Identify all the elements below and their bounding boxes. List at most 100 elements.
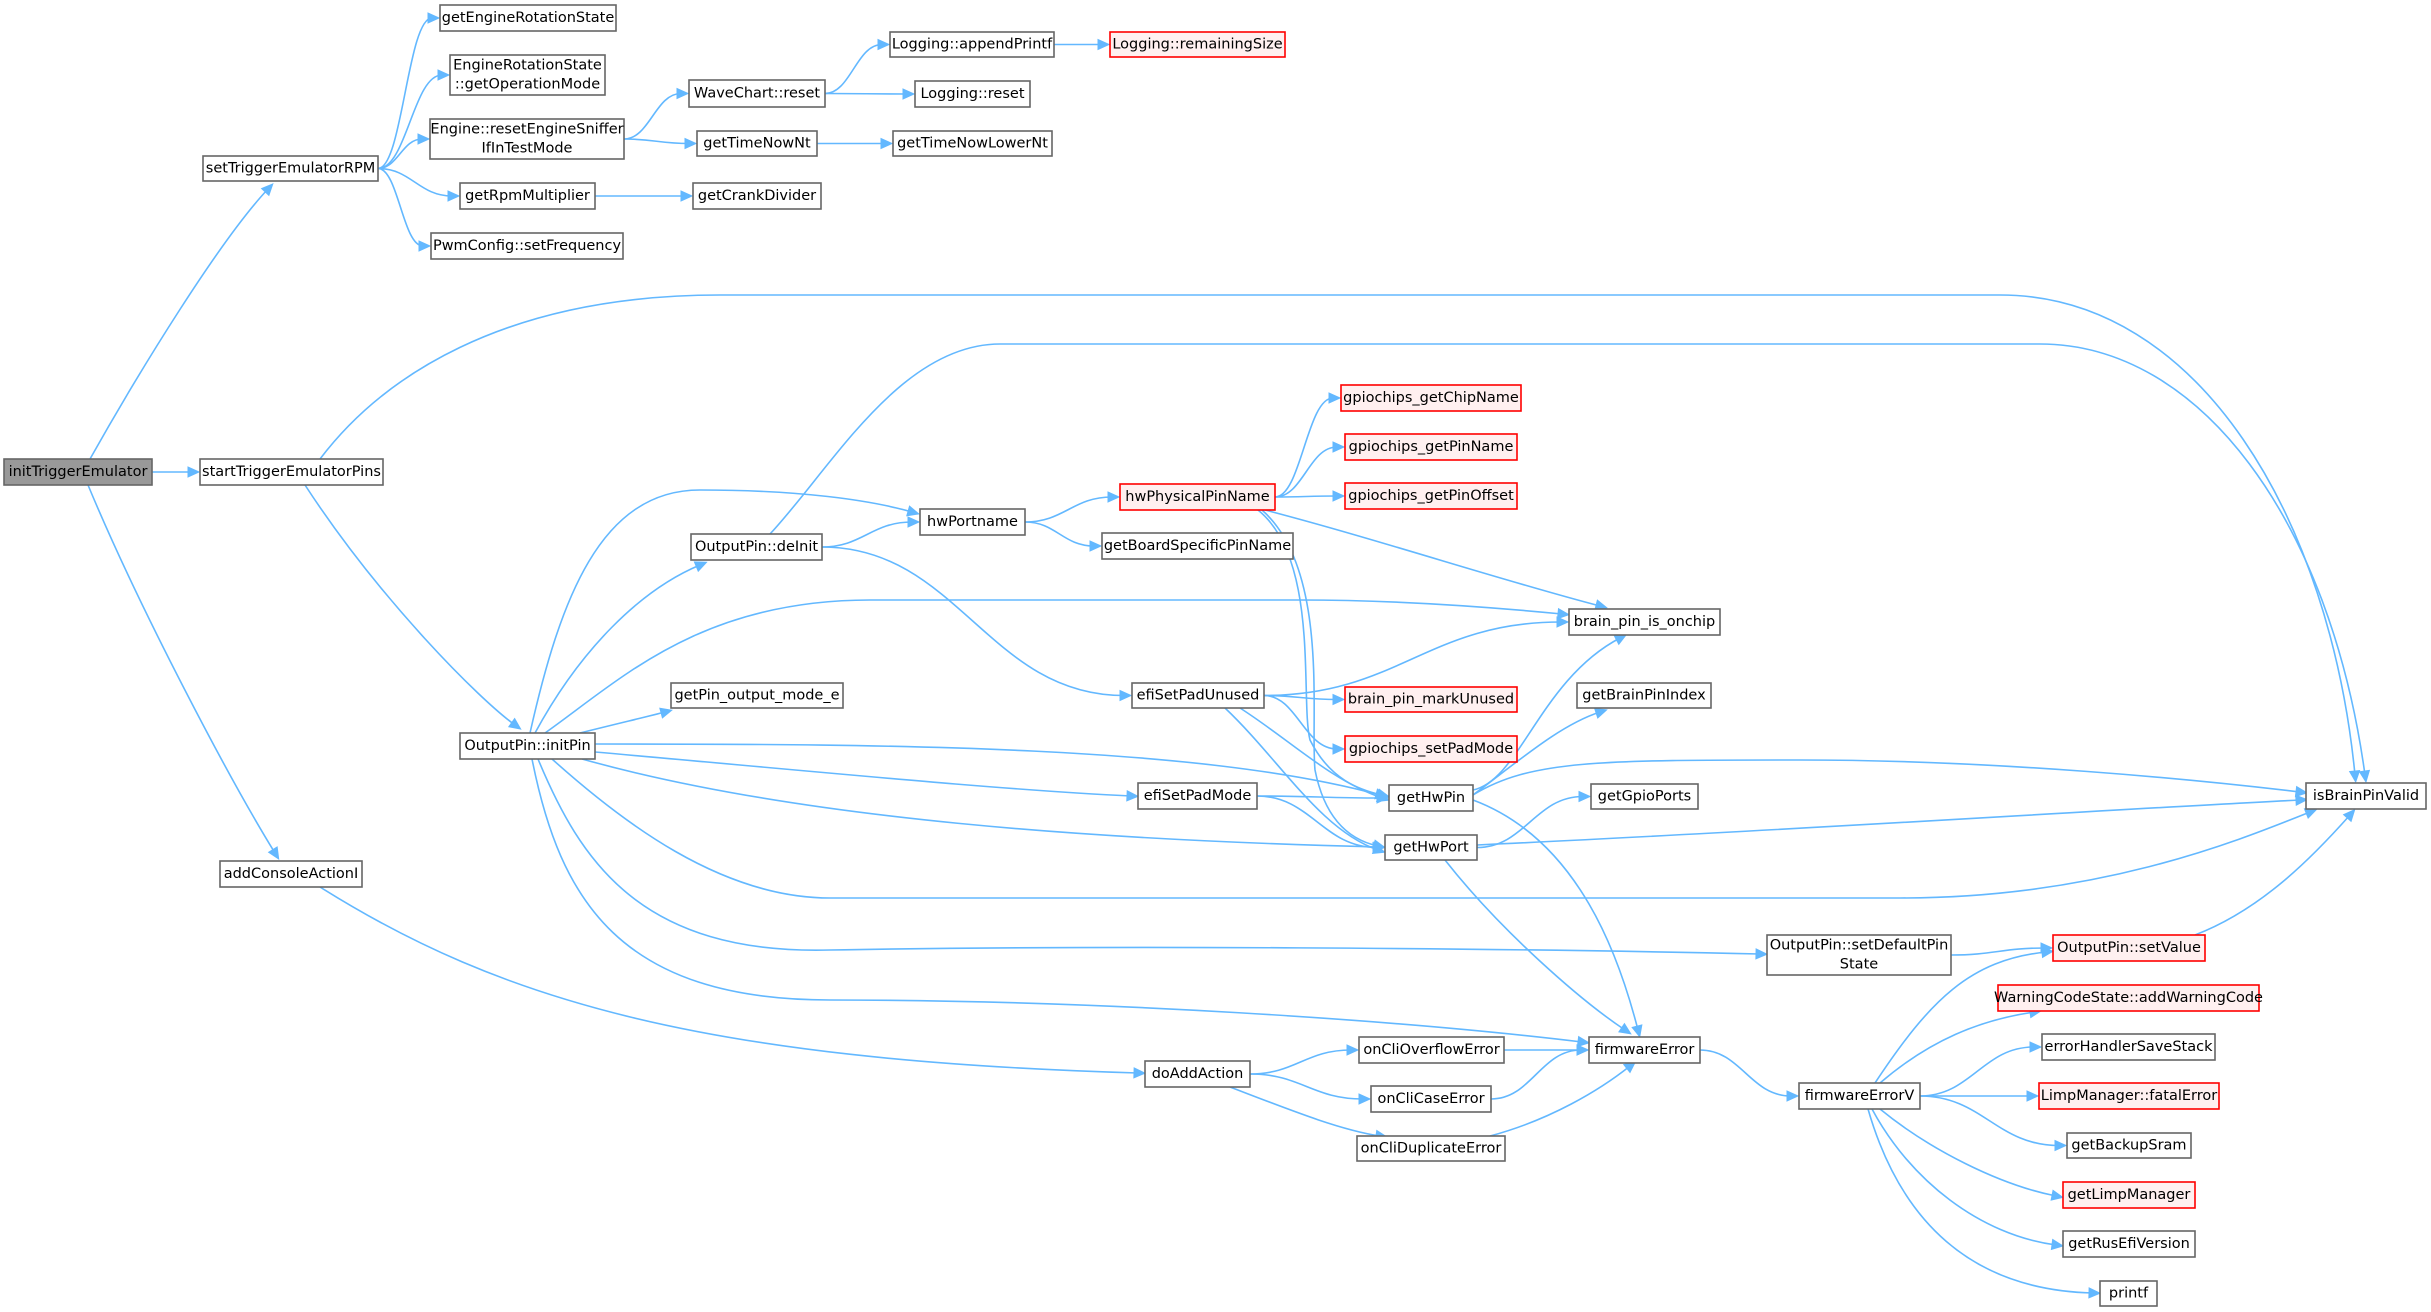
node-settriggeremulatorrpm[interactable]: setTriggerEmulatorRPM bbox=[202, 155, 379, 182]
node-pwmconfig-setfrequency[interactable]: PwmConfig::setFrequency bbox=[430, 232, 624, 260]
node-onclicaseerror[interactable]: onCliCaseError bbox=[1370, 1085, 1492, 1113]
node-box[interactable] bbox=[690, 533, 823, 561]
node-outputpin-initpin[interactable]: OutputPin::initPin bbox=[459, 732, 596, 760]
node-outputpin-setvalue[interactable]: OutputPin::setValue bbox=[2052, 934, 2206, 962]
node-box[interactable] bbox=[1344, 686, 1518, 713]
node-box[interactable] bbox=[892, 130, 1053, 157]
node-gethwport[interactable]: getHwPort bbox=[1384, 834, 1478, 861]
node-box[interactable] bbox=[449, 54, 606, 96]
node-box[interactable] bbox=[1358, 1036, 1505, 1064]
node-printf[interactable]: printf bbox=[2099, 1280, 2158, 1307]
node-getbackupsram[interactable]: getBackupSram bbox=[2066, 1132, 2192, 1159]
node-box[interactable] bbox=[459, 732, 596, 760]
node-box[interactable] bbox=[199, 458, 384, 486]
node-getlimpmanager[interactable]: getLimpManager bbox=[2062, 1181, 2196, 1209]
node-box[interactable] bbox=[692, 182, 822, 210]
node-box[interactable] bbox=[1144, 1060, 1251, 1088]
node-efisetpadmode[interactable]: efiSetPadMode bbox=[1137, 782, 1258, 810]
node-brain-pin-is-onchip[interactable]: brain_pin_is_onchip bbox=[1568, 608, 1721, 636]
node-box[interactable] bbox=[670, 682, 844, 709]
node-getbrainpinindex[interactable]: getBrainPinIndex bbox=[1576, 682, 1712, 709]
node-oncliduplicateerror[interactable]: onCliDuplicateError bbox=[1356, 1135, 1506, 1162]
node-box[interactable] bbox=[688, 79, 826, 108]
node-box[interactable] bbox=[889, 31, 1055, 58]
node-hwphysicalpinname[interactable]: hwPhysicalPinName bbox=[1119, 483, 1276, 511]
node-logging-appendprintf[interactable]: Logging::appendPrintf bbox=[889, 31, 1055, 58]
node-box[interactable] bbox=[1588, 1036, 1701, 1064]
node-enginerotationstate-getoperationmode[interactable]: EngineRotationState::getOperationMode bbox=[449, 54, 606, 96]
node-box[interactable] bbox=[1576, 682, 1712, 709]
node-box[interactable] bbox=[696, 130, 818, 157]
node-box[interactable] bbox=[219, 860, 363, 888]
node-box[interactable] bbox=[914, 80, 1031, 108]
node-box[interactable] bbox=[1356, 1135, 1506, 1162]
node-warningcodestate-addwarningcode[interactable]: WarningCodeState::addWarningCode bbox=[1994, 984, 2263, 1012]
node-box[interactable] bbox=[1388, 784, 1474, 812]
node-gpiochips-getpinname[interactable]: gpiochips_getPinName bbox=[1344, 433, 1518, 461]
node-getrusefiversion[interactable]: getRusEfiVersion bbox=[2062, 1230, 2196, 1258]
node-gpiochips-getpinoffset[interactable]: gpiochips_getPinOffset bbox=[1344, 482, 1518, 510]
node-starttriggeremulatorpins[interactable]: startTriggerEmulatorPins bbox=[199, 458, 384, 486]
node-getcrankdivider[interactable]: getCrankDivider bbox=[692, 182, 822, 210]
node-box[interactable] bbox=[1137, 782, 1258, 810]
node-box[interactable] bbox=[1340, 384, 1522, 412]
node-box[interactable] bbox=[2062, 1230, 2196, 1258]
node-box[interactable] bbox=[439, 4, 617, 32]
node-hwportname[interactable]: hwPortname bbox=[919, 508, 1026, 536]
node-logging-reset[interactable]: Logging::reset bbox=[914, 80, 1031, 108]
node-efisetpadunused[interactable]: efiSetPadUnused bbox=[1131, 682, 1265, 709]
node-getpin-output-mode-e[interactable]: getPin_output_mode_e bbox=[670, 682, 844, 709]
node-box[interactable] bbox=[429, 118, 625, 160]
node-box[interactable] bbox=[1344, 735, 1518, 763]
node-box[interactable] bbox=[2041, 1033, 2216, 1061]
node-doaddaction[interactable]: doAddAction bbox=[1144, 1060, 1251, 1088]
node-box[interactable] bbox=[1798, 1082, 1921, 1110]
node-box[interactable] bbox=[430, 232, 624, 260]
node-box[interactable] bbox=[919, 508, 1026, 536]
node-inittriggeremulator[interactable]: initTriggerEmulator bbox=[3, 458, 153, 486]
node-box[interactable] bbox=[1344, 482, 1518, 510]
node-errorhandlersavestack[interactable]: errorHandlerSaveStack bbox=[2041, 1033, 2216, 1061]
node-box[interactable] bbox=[1766, 934, 1952, 976]
node-addconsoleactioni[interactable]: addConsoleActionI bbox=[219, 860, 363, 888]
node-onclioverflowerror[interactable]: onCliOverflowError bbox=[1358, 1036, 1505, 1064]
node-box[interactable] bbox=[3, 458, 153, 486]
node-wavechart-reset[interactable]: WaveChart::reset bbox=[688, 79, 826, 108]
node-box[interactable] bbox=[1109, 31, 1286, 58]
node-box[interactable] bbox=[2066, 1132, 2192, 1159]
node-box[interactable] bbox=[2305, 782, 2427, 810]
node-getgpioports[interactable]: getGpioPorts bbox=[1590, 783, 1699, 810]
node-box[interactable] bbox=[1101, 532, 1294, 560]
node-gpiochips-setpadmode[interactable]: gpiochips_setPadMode bbox=[1344, 735, 1518, 763]
node-box[interactable] bbox=[1370, 1085, 1492, 1113]
node-box[interactable] bbox=[2099, 1280, 2158, 1307]
node-box[interactable] bbox=[1590, 783, 1699, 810]
node-gettimenownt[interactable]: getTimeNowNt bbox=[696, 130, 818, 157]
node-box[interactable] bbox=[1344, 433, 1518, 461]
node-isbrainpinvalid[interactable]: isBrainPinValid bbox=[2305, 782, 2427, 810]
node-gettimenowlowernt[interactable]: getTimeNowLowerNt bbox=[892, 130, 1053, 157]
node-limpmanager-fatalerror[interactable]: LimpManager::fatalError bbox=[2038, 1082, 2220, 1110]
node-brain-pin-markunused[interactable]: brain_pin_markUnused bbox=[1344, 686, 1518, 713]
node-logging-remainingsize[interactable]: Logging::remainingSize bbox=[1109, 31, 1286, 58]
node-box[interactable] bbox=[2062, 1181, 2196, 1209]
node-box[interactable] bbox=[1119, 483, 1276, 511]
node-box[interactable] bbox=[459, 182, 596, 210]
node-getenginerotationstate[interactable]: getEngineRotationState bbox=[439, 4, 617, 32]
node-getboardspecificpinname[interactable]: getBoardSpecificPinName bbox=[1101, 532, 1294, 560]
node-getrpmmultiplier[interactable]: getRpmMultiplier bbox=[459, 182, 596, 210]
node-box[interactable] bbox=[1568, 608, 1721, 636]
node-outputpin-deinit[interactable]: OutputPin::deInit bbox=[690, 533, 823, 561]
node-box[interactable] bbox=[1131, 682, 1265, 709]
node-box[interactable] bbox=[1997, 984, 2260, 1012]
node-box[interactable] bbox=[2052, 934, 2206, 962]
node-box[interactable] bbox=[1384, 834, 1478, 861]
node-firmwareerrorv[interactable]: firmwareErrorV bbox=[1798, 1082, 1921, 1110]
node-box[interactable] bbox=[202, 155, 379, 182]
node-firmwareerror[interactable]: firmwareError bbox=[1588, 1036, 1701, 1064]
node-gpiochips-getchipname[interactable]: gpiochips_getChipName bbox=[1340, 384, 1522, 412]
node-box[interactable] bbox=[2038, 1082, 2220, 1110]
node-gethwpin[interactable]: getHwPin bbox=[1388, 784, 1474, 812]
